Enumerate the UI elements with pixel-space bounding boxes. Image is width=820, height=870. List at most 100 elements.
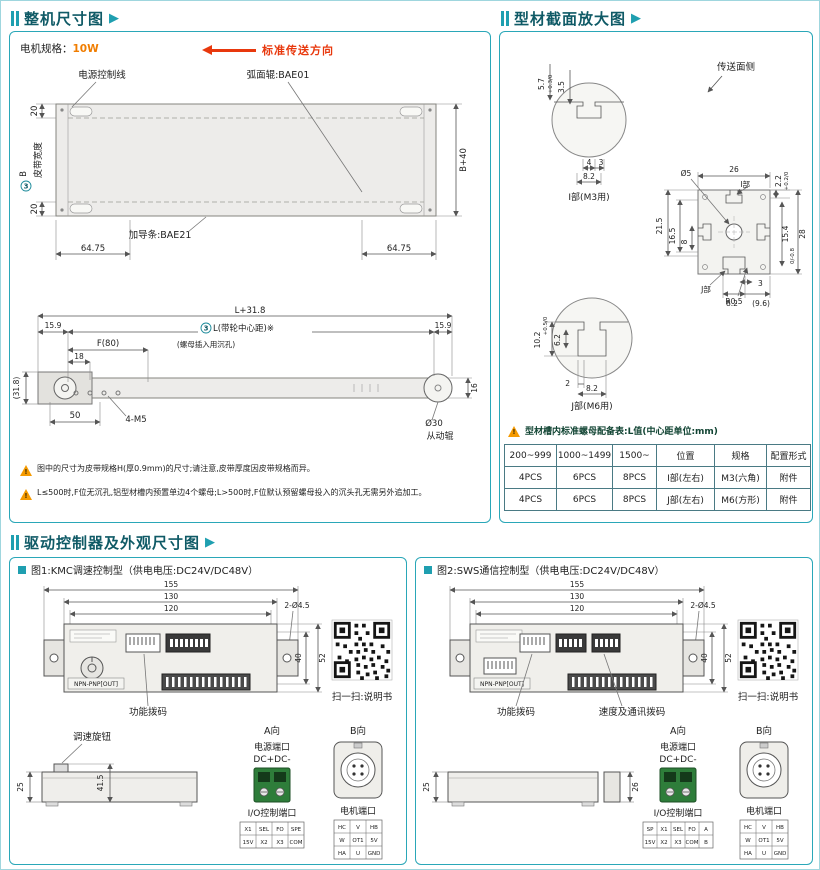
table-header-cell: 200~999	[504, 444, 557, 467]
motor-pin: V	[356, 825, 360, 831]
side-view	[26, 743, 198, 807]
dim-r05: R0.5	[725, 297, 742, 306]
square-bullet-icon	[424, 565, 432, 574]
motor-port-label: 电机端口	[746, 805, 782, 817]
dim-18: 18	[74, 352, 84, 361]
nut-table-note: 型材槽内标准螺母配备表:L值(中心距单位:mm)	[508, 424, 718, 437]
guide-strip-label: 加导条:BAE21	[129, 229, 192, 241]
dim-6475-left: 64.75	[81, 244, 105, 254]
motor-spec-row: 电机规格： 10W	[20, 41, 99, 56]
io-pin: X1	[660, 827, 667, 833]
dim-82j: 8.2	[586, 384, 598, 393]
crown-roller-label: 弧面辊:BAE01	[247, 69, 310, 81]
table-cell: 8PCS	[612, 488, 657, 511]
profile-section-panel: 5.7 +0.3/0 3.5 4 3 8.2 I部(M3用) 传送面侧	[499, 31, 813, 523]
side-body	[37, 371, 453, 405]
conveyor-side-view: L+31.8 15.9 3 L(带轮中心距)※ 15.9 F(80) (螺母插入…	[12, 306, 479, 442]
dim-415: 41.5	[96, 774, 105, 791]
qr-caption: 扫一扫:说明书	[332, 691, 393, 703]
dim-belt-letter: B	[19, 171, 29, 177]
io-pin: SP	[647, 827, 654, 833]
dim-2: 2	[565, 379, 570, 388]
a-view-label: A向	[264, 725, 280, 737]
dim-lines-sideview	[22, 313, 472, 426]
speed-knob-label: 调速旋钮	[73, 731, 112, 743]
io-pin: SEL	[673, 827, 684, 833]
header-arrow-icon: ▶	[205, 534, 216, 550]
motor-spec-value: 10W	[72, 42, 99, 55]
dim-b40: B+40	[459, 148, 469, 172]
conveyor-top-view: 电源控制线 弧面辊:BAE01 加导条:BAE21 20 20 3 B 皮带宽度…	[19, 69, 469, 260]
belt-width-label: 皮带宽度	[32, 142, 44, 178]
dim-6475-right: 64.75	[387, 244, 411, 254]
warning-icon	[20, 465, 32, 477]
qr-code	[331, 619, 393, 681]
power-connector	[659, 767, 697, 803]
motor-pin: OT1	[758, 838, 769, 844]
kmc-controller-panel: 图1:KMC调速控制型（供电电压:DC24V/DC48V）	[9, 557, 407, 865]
dim-40: 40	[294, 653, 303, 663]
warning-icon	[508, 425, 520, 437]
table-cell: 4PCS	[504, 466, 557, 489]
dim-28: 28	[798, 229, 807, 239]
dim-159-right: 15.9	[435, 321, 452, 330]
table-cell: 4PCS	[504, 488, 557, 511]
note-1: 图中的尺寸为皮带规格H(厚0.9mm)的尺寸;请注意,皮带厚度因皮带规格而异。	[20, 464, 486, 477]
driven-roller-label: 从动辊	[426, 430, 453, 442]
section1-header: 整机尺寸图 ▶	[11, 8, 119, 28]
fig2-title-row: 图2:SWS通信控制型（供电电压:DC24V/DC48V）	[424, 562, 665, 577]
dim-26: 26	[631, 782, 640, 792]
dim-dia5: Ø5	[681, 169, 692, 178]
kmc-side-and-ports: 调速旋钮 25 41.5 A向 电源端口 DC+DC- I/O控制端口 X1 S…	[16, 725, 383, 860]
io-pin: X1	[244, 827, 251, 833]
dim-318: (31.8)	[12, 377, 21, 400]
note-1-text: 图中的尺寸为皮带规格H(厚0.9mm)的尺寸;请注意,皮带厚度因皮带规格而异。	[37, 464, 315, 473]
dim-57-tol: +0.3/0	[548, 74, 554, 93]
dim-102: 10.2	[533, 331, 542, 348]
table-header-cell: 1500~	[612, 444, 657, 467]
npn-label: NPN-PNP[OUT]	[74, 681, 118, 688]
dip-label: 功能拨码	[497, 706, 535, 718]
j-slot-detail	[544, 297, 633, 398]
motor-pin: 5V	[370, 838, 377, 844]
dim-l-plus: L+31.8	[235, 306, 266, 316]
dim-20-bottom: 20	[30, 204, 40, 215]
kmc-front-view: 155 130 120 2-Ø4.5 40 52 NPN-PNP[OUT] 功能…	[43, 580, 393, 718]
io-pin: SPE	[291, 827, 302, 833]
profile-drawings: 5.7 +0.3/0 3.5 4 3 8.2 I部(M3用) 传送面侧	[533, 61, 807, 412]
motor-pin: GND	[368, 851, 381, 857]
table-header-cell: 配置形式	[766, 444, 811, 467]
j-detail-label: J部(M6用)	[570, 400, 612, 412]
table-cell: 6PCS	[556, 466, 613, 489]
sws-front-view: 155 130 120 2-Ø4.5 40 52 NPN-PNP[OUT] 功能…	[449, 580, 799, 718]
dim-35: 3.5	[557, 81, 566, 93]
header-bars-icon	[11, 534, 19, 550]
io-pin: 15V	[645, 840, 656, 846]
motor-pin: HC	[338, 825, 346, 831]
dim-62: 6.2	[553, 334, 562, 346]
io-pin: COM	[686, 840, 699, 846]
conveying-surface-label: 传送面侧	[717, 61, 755, 73]
section3-header: 驱动控制器及外观尺寸图 ▶	[11, 532, 215, 552]
balloon-3-length	[200, 322, 212, 334]
table-cell: J部(左右)	[656, 488, 715, 511]
side-view	[432, 771, 634, 807]
dc-label: DC+DC-	[659, 755, 696, 765]
table-header-cell: 1000~1499	[556, 444, 613, 467]
dim-50: 50	[70, 411, 81, 421]
dim-102-tol: +0.5/0	[543, 316, 549, 335]
io-pin: FO	[276, 827, 284, 833]
dim-20-top: 20	[30, 106, 40, 117]
nut-table-header-row: 200~999 1000~1499 1500~ 位置 规格 配置形式	[504, 444, 811, 467]
i-detail-label: I部(M3用)	[568, 191, 609, 203]
motor-port-label: 电机端口	[340, 805, 376, 817]
motor-pin: HA	[744, 851, 752, 857]
dim-82b: 8.2	[726, 299, 738, 308]
dim-4: 4	[587, 158, 592, 167]
power-line-label: 电源控制线	[78, 69, 126, 81]
nut-table: 200~999 1000~1499 1500~ 位置 规格 配置形式 4PCS …	[504, 444, 811, 511]
dim-40: 40	[700, 653, 709, 663]
dip2-label: 速度及通讯拨码	[599, 706, 666, 718]
dim-165: 16.5	[668, 227, 677, 244]
